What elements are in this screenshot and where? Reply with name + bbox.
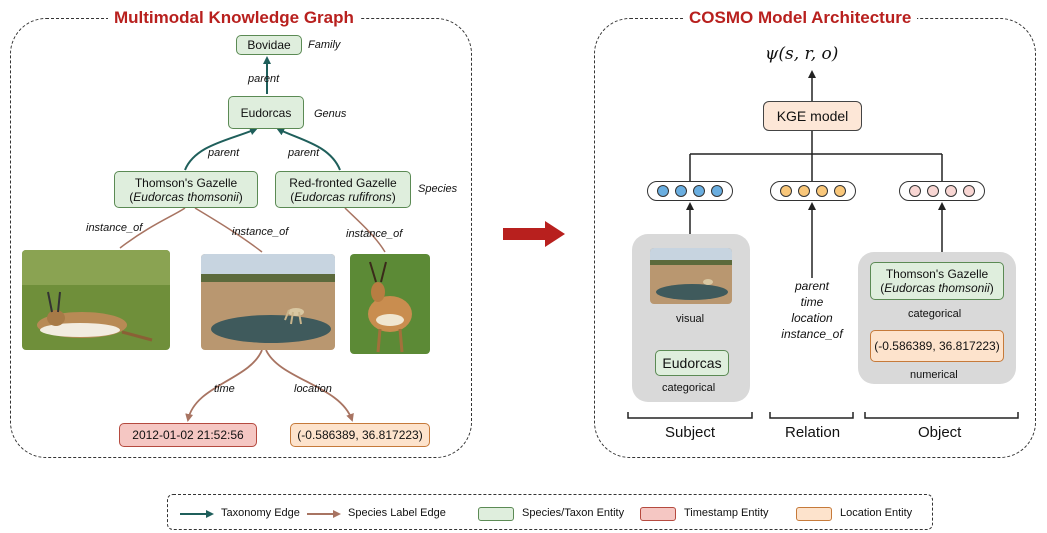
legend-timestamp-entity: Timestamp Entity <box>684 507 769 519</box>
red-fronted-gazelle-name: Red-fronted Gazelle <box>289 175 397 190</box>
embedding-unit <box>909 185 921 197</box>
knowledge-graph-title: Multimodal Knowledge Graph <box>108 8 360 28</box>
location-edge-label: location <box>294 383 332 395</box>
object-numeric-value: (-0.586389, 36.817223) <box>874 339 1000 353</box>
legend-species-taxon-entity: Species/Taxon Entity <box>522 507 625 519</box>
eudorcas-node: Eudorcas <box>228 96 304 129</box>
relation-footer: Relation <box>785 424 841 441</box>
waterhole-image <box>201 254 335 350</box>
edge-photo2-time <box>185 349 263 422</box>
embedding-unit <box>657 185 669 197</box>
bovidae-node: Bovidae <box>236 35 302 55</box>
kge-model-label: KGE model <box>776 108 849 124</box>
kge-model-box: KGE model <box>763 101 862 131</box>
parent-edge-label-top: parent <box>248 73 280 85</box>
subject-footer: Subject <box>665 424 716 441</box>
subject-visual-image <box>650 248 732 304</box>
parent-edge-label-left: parent <box>208 147 240 159</box>
object-embedding <box>899 181 985 201</box>
flow-arrow <box>503 221 565 247</box>
legend-species-taxon-swatch <box>478 507 514 521</box>
relation-list: parent time location instance_of <box>772 278 852 342</box>
parent-edge-label-right: parent <box>288 147 320 159</box>
object-brace <box>864 412 1019 419</box>
embedding-unit <box>780 185 792 197</box>
thomsons-gazelle-name: Thomson's Gazelle <box>134 175 238 190</box>
timestamp-value: 2012-01-02 21:52:56 <box>132 428 244 442</box>
legend-timestamp-swatch <box>640 507 676 521</box>
subject-entity-label: Eudorcas <box>662 355 722 371</box>
gazelle-standing-image <box>350 254 430 354</box>
legend-species-label-edge: Species Label Edge <box>348 507 446 519</box>
relation-item: parent <box>794 279 830 293</box>
edge-thomsons-eudorcas <box>184 127 258 171</box>
gazelle-photo-standing <box>350 254 430 354</box>
edge-photo3-redfronted <box>344 207 386 253</box>
thomsons-gazelle-scientific: (Eudorcas thomsonii) <box>129 189 243 204</box>
gazelle-photo-lying <box>22 250 170 350</box>
subject-brace <box>627 412 753 419</box>
thomsons-gazelle-latin: Eudorcas thomsonii <box>133 189 239 204</box>
family-rank-label: Family <box>308 39 341 51</box>
object-entity-latin: Eudorcas thomsonii <box>884 281 990 295</box>
object-entity-scientific: (Eudorcas thomsonii) <box>880 281 994 295</box>
subject-visual-photo <box>650 248 732 304</box>
object-entity-name: Thomson's Gazelle <box>885 267 989 281</box>
waterhole-camera-photo <box>201 254 335 350</box>
legend <box>167 494 933 530</box>
embedding-unit <box>711 185 723 197</box>
gazelle-lying-image <box>22 250 170 350</box>
edge-redfronted-eudorcas <box>276 128 341 171</box>
relation-item: time <box>800 295 824 309</box>
genus-rank-label: Genus <box>314 108 347 120</box>
visual-modality-label: visual <box>676 313 705 325</box>
instance-of-label-center: instance_of <box>232 226 289 238</box>
location-node: (-0.586389, 36.817223) <box>290 423 430 447</box>
model-architecture-title: COSMO Model Architecture <box>683 8 918 28</box>
red-fronted-gazelle-scientific: (Eudorcas rufifrons) <box>290 189 396 204</box>
edge-photo1-thomsons <box>119 207 186 249</box>
subject-categorical-label: categorical <box>662 382 716 394</box>
embedding-unit <box>834 185 846 197</box>
species-rank-label: Species <box>418 183 458 195</box>
legend-location-swatch <box>796 507 832 521</box>
object-categorical-label: categorical <box>908 308 962 320</box>
legend-location-entity: Location Entity <box>840 507 913 519</box>
embedding-unit <box>693 185 705 197</box>
time-edge-label: time <box>214 383 235 395</box>
edge-photo2-thomsons <box>194 207 263 253</box>
instance-of-label-right: instance_of <box>346 228 403 240</box>
object-entity-node: Thomson's Gazelle (Eudorcas thomsonii) <box>870 262 1004 300</box>
embedding-unit <box>798 185 810 197</box>
relation-item: instance_of <box>781 327 843 341</box>
thomsons-gazelle-node: Thomson's Gazelle (Eudorcas thomsonii) <box>114 171 258 208</box>
embedding-unit <box>945 185 957 197</box>
edge-photo2-location <box>265 349 354 422</box>
red-fronted-gazelle-node: Red-fronted Gazelle (Eudorcas rufifrons) <box>275 171 411 208</box>
red-fronted-gazelle-latin: Eudorcas rufifrons <box>294 189 392 204</box>
subject-entity-node: Eudorcas <box>655 350 729 376</box>
timestamp-node: 2012-01-02 21:52:56 <box>119 423 257 447</box>
relation-brace <box>769 412 854 419</box>
relation-item: location <box>791 311 833 325</box>
relation-embedding <box>770 181 856 201</box>
score-function: ψ(s, r, o) <box>765 44 839 64</box>
location-value: (-0.586389, 36.817223) <box>297 428 423 442</box>
embedding-unit <box>927 185 939 197</box>
subject-embedding <box>647 181 733 201</box>
embedding-unit <box>963 185 975 197</box>
bovidae-label: Bovidae <box>247 38 291 52</box>
embedding-unit <box>675 185 687 197</box>
instance-of-label-left: instance_of <box>86 222 143 234</box>
eudorcas-label: Eudorcas <box>240 105 292 120</box>
object-footer: Object <box>918 424 962 441</box>
legend-taxonomy-edge: Taxonomy Edge <box>221 507 300 519</box>
numerical-modality-label: numerical <box>910 369 958 381</box>
embedding-unit <box>816 185 828 197</box>
object-numeric-node: (-0.586389, 36.817223) <box>870 330 1004 362</box>
